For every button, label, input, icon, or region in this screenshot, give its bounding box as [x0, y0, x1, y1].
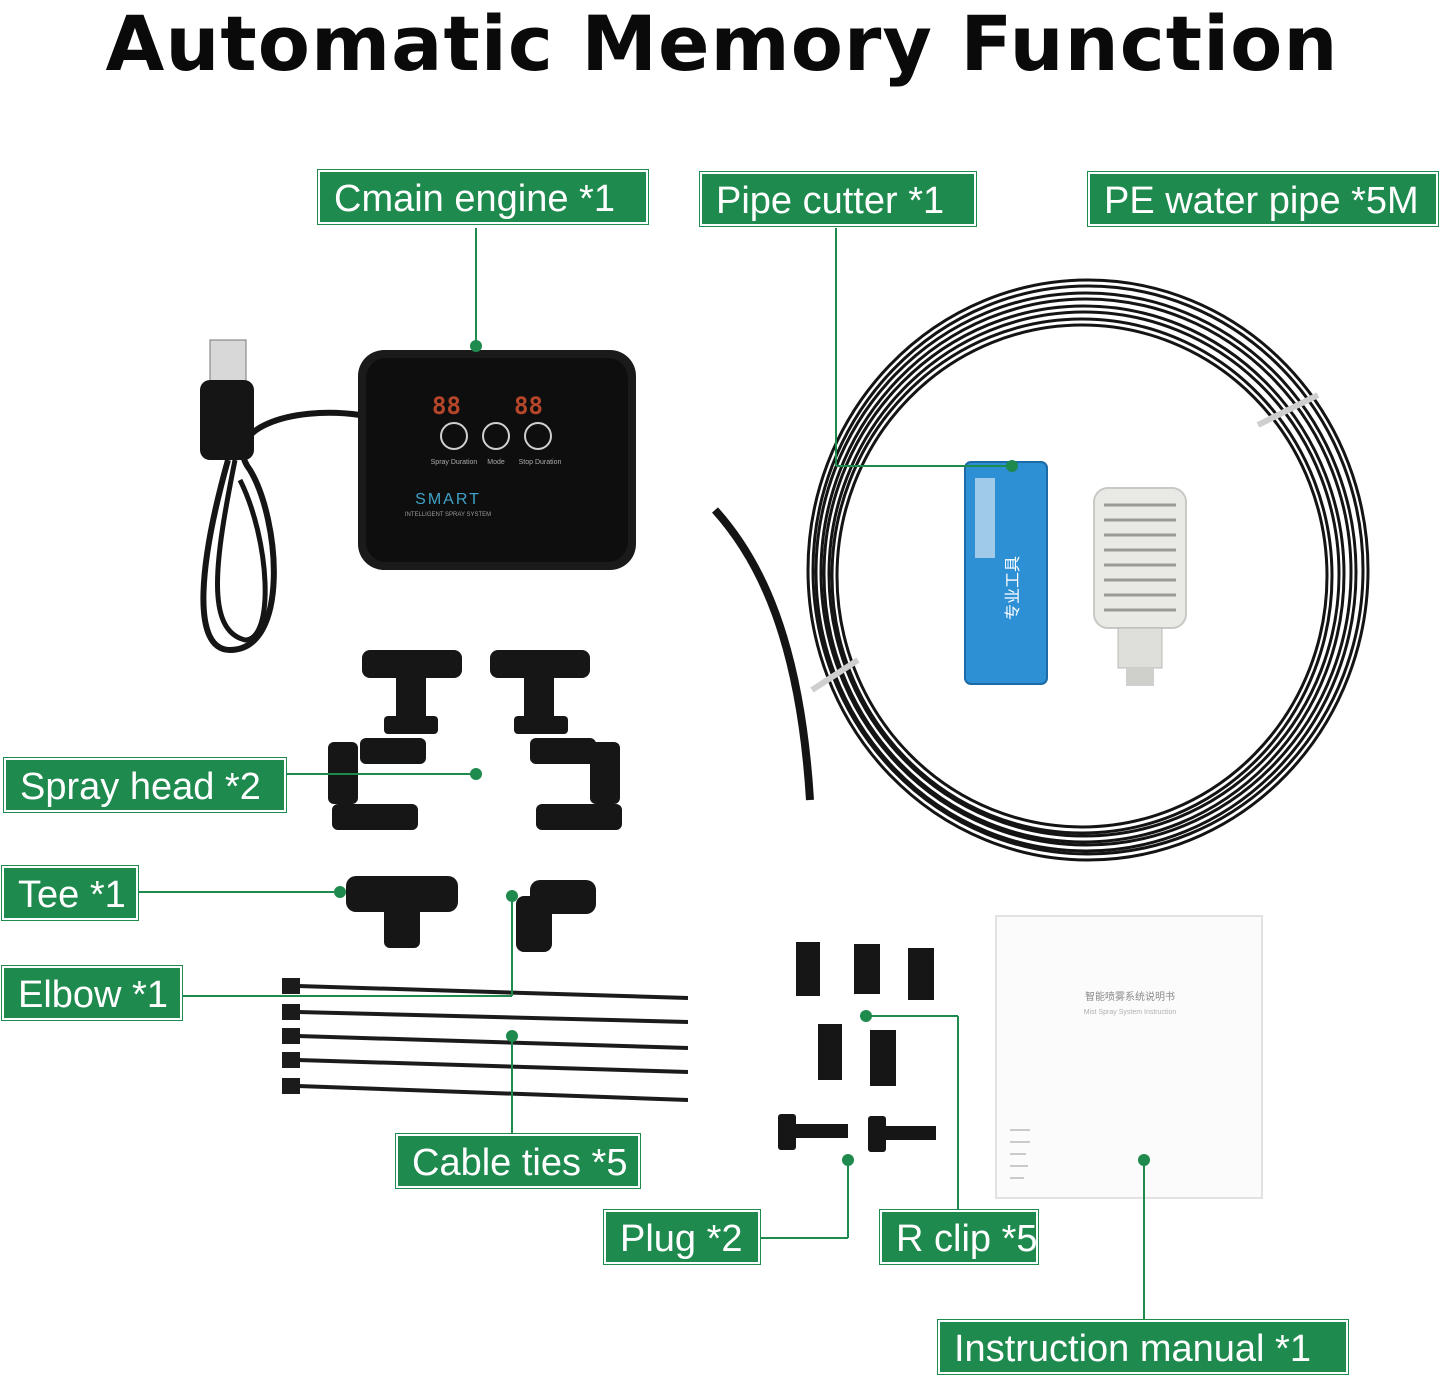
btn-label-stop: Stop Duration: [519, 459, 562, 466]
instruction-manual: 智能喷雾系统说明书 Mist Spray System Instruction: [995, 915, 1263, 1199]
plugs: [778, 1114, 936, 1152]
elbow-fitting: [516, 880, 596, 952]
water-filter: [1093, 487, 1187, 686]
label-elbow: Elbow *1: [2, 966, 182, 1020]
label-r-clip: R clip *5: [880, 1210, 1038, 1264]
display-right: 88: [514, 392, 543, 420]
label-instruction-manual: Instruction manual *1: [938, 1320, 1348, 1374]
pipe-cutter: 专业工具: [964, 461, 1048, 685]
display-left: 88: [432, 392, 461, 420]
label-pipe-cutter: Pipe cutter *1: [700, 172, 976, 226]
r-clips: [796, 942, 934, 1086]
manual-subtitle: Mist Spray System Instruction: [1084, 1009, 1177, 1016]
spray-duration-button: [440, 422, 468, 450]
label-main-engine: Cmain engine *1: [318, 170, 648, 224]
tee-fitting: [346, 876, 458, 948]
label-plug: Plug *2: [604, 1210, 760, 1264]
stop-duration-button: [524, 422, 552, 450]
leader-dots: [334, 340, 1150, 1166]
btn-label-spray: Spray Duration: [431, 459, 478, 466]
btn-label-mode: Mode: [487, 459, 505, 466]
label-tee: Tee *1: [2, 866, 138, 920]
label-cable-ties: Cable ties *5: [396, 1134, 640, 1188]
label-spray-head: Spray head *2: [4, 758, 286, 812]
page-title: Automatic Memory Function: [105, 0, 1339, 88]
usb-cable: [200, 339, 361, 654]
cutter-print: 专业工具: [1003, 556, 1022, 620]
water-pipe-coil: [712, 278, 1370, 862]
spray-heads: [328, 650, 622, 830]
leader-lines: [136, 228, 1145, 1320]
cable-ties: [282, 978, 689, 1102]
tagline-text: INTELLIGENT SPRAY SYSTEM: [405, 512, 491, 518]
brand-text: SMART: [415, 491, 481, 508]
label-water-pipe: PE water pipe *5M: [1088, 172, 1438, 226]
manual-title: 智能喷雾系统说明书: [1085, 990, 1175, 1003]
main-engine: 88 88 Spray Duration Mode Stop Duration …: [358, 350, 636, 570]
mode-button: [482, 422, 510, 450]
